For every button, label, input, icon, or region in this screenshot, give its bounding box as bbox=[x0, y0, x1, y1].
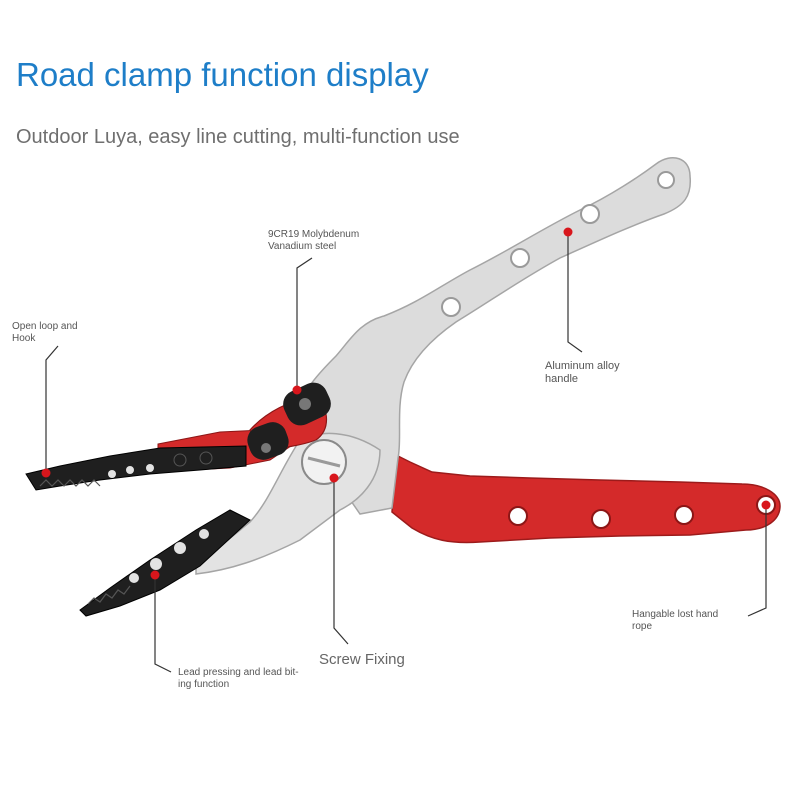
upper-jaw bbox=[25, 445, 247, 491]
callout-lead-line-1: Lead pressing and lead bit- bbox=[178, 667, 299, 678]
marker-lead bbox=[150, 570, 160, 580]
callout-handle: Aluminum alloy handle bbox=[545, 360, 620, 386]
page-title: Road clamp function display bbox=[16, 56, 429, 93]
callout-screw: Screw Fixing bbox=[319, 651, 405, 668]
red-handle bbox=[391, 453, 781, 544]
callout-open-loop: Open loop and Hook bbox=[12, 321, 78, 345]
marker-open-loop bbox=[41, 468, 51, 478]
callout-rope-line-1: Hangable lost hand bbox=[632, 609, 719, 620]
silver-handle bbox=[294, 157, 692, 515]
callout-rope-line-2: rope bbox=[632, 621, 653, 632]
marker-steel bbox=[292, 385, 302, 395]
callout-rope: Hangable lost hand rope bbox=[632, 609, 718, 633]
callout-open-loop-line-2: Hook bbox=[12, 333, 36, 344]
callout-lead-line-2: ing function bbox=[178, 679, 230, 690]
marker-handle bbox=[563, 227, 573, 237]
callout-handle-line-1: Aluminum alloy bbox=[545, 360, 620, 372]
marker-screw bbox=[329, 473, 339, 483]
callout-steel-line-1: 9CR19 Molybdenum bbox=[268, 229, 360, 240]
callout-open-loop-line-1: Open loop and bbox=[12, 321, 78, 332]
callout-steel-line-2: Vanadium steel bbox=[268, 241, 337, 252]
callout-handle-line-2: handle bbox=[545, 373, 579, 385]
callout-lead: Lead pressing and lead bit- ing function bbox=[178, 667, 299, 691]
callout-steel: 9CR19 Molybdenum Vanadium steel bbox=[268, 229, 359, 253]
page-subtitle: Outdoor Luya, easy line cutting, multi-f… bbox=[16, 126, 460, 148]
marker-rope bbox=[761, 500, 771, 510]
